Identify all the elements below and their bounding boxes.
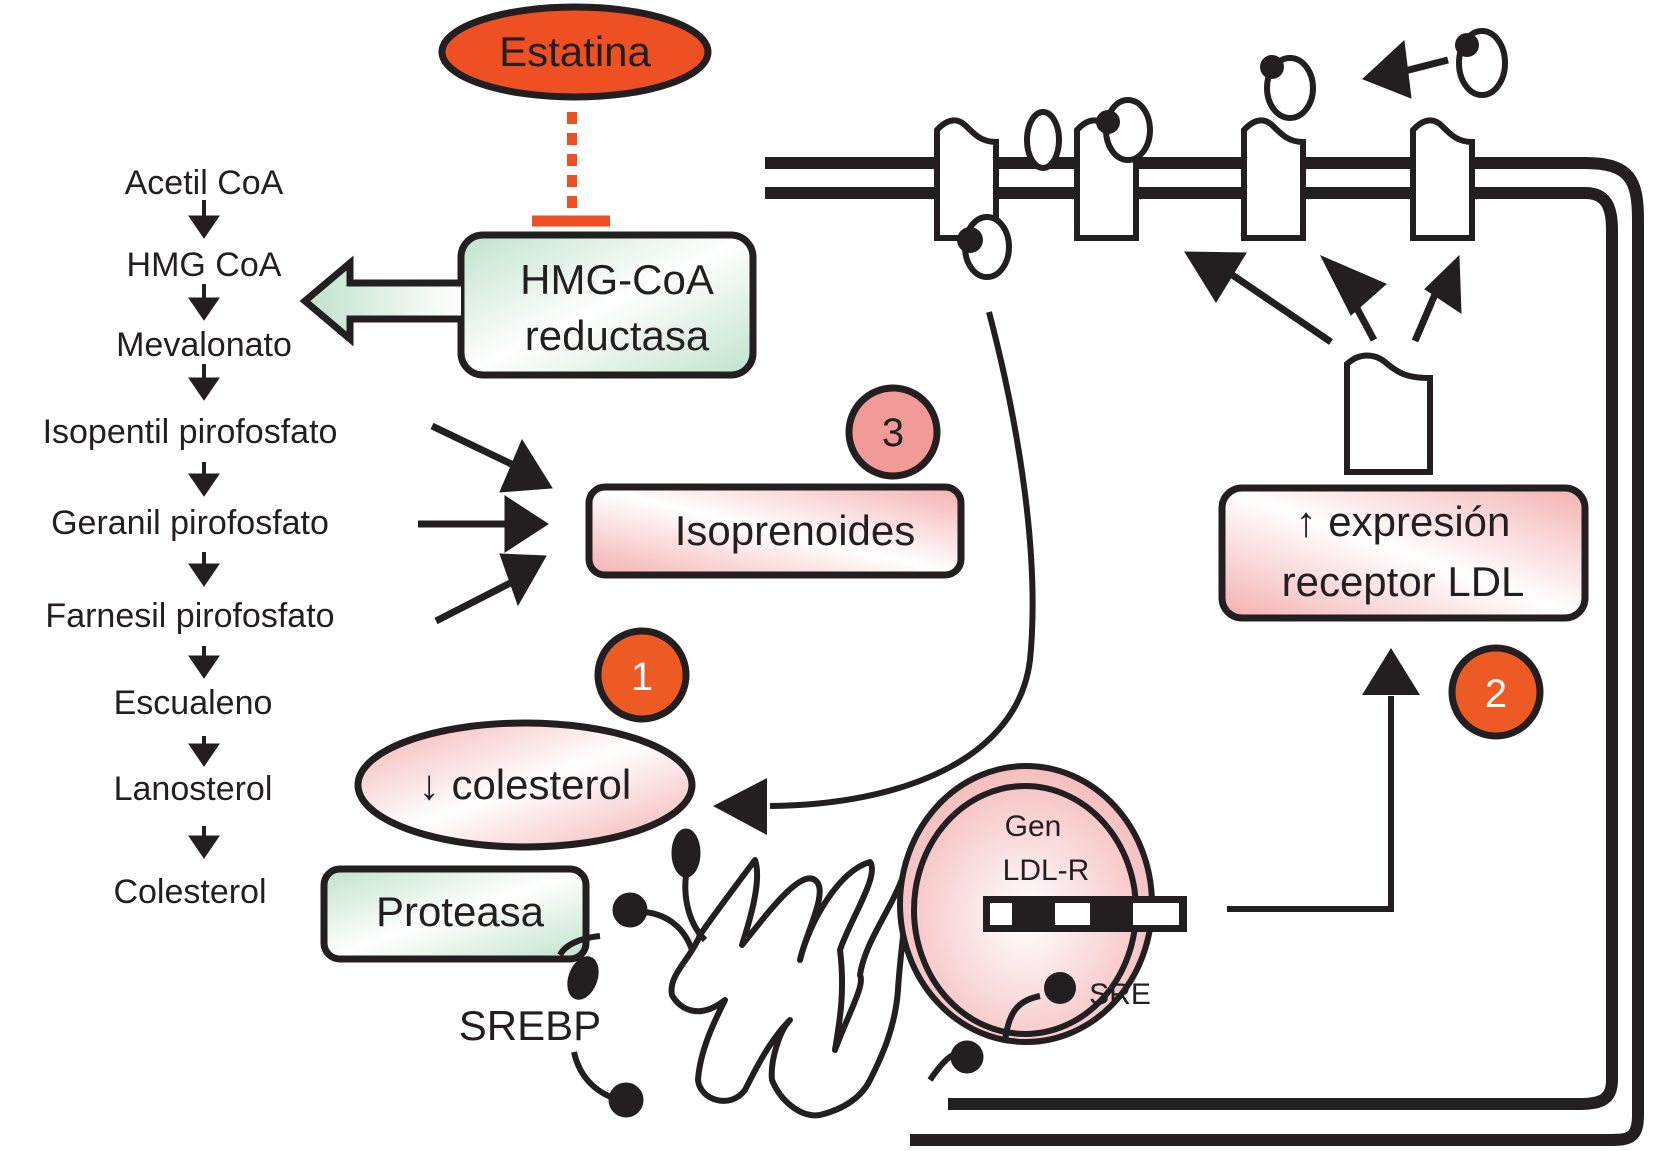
- arrow-icon: [1362, 39, 1449, 99]
- plasma-membrane: [765, 157, 1644, 1146]
- pathway-step: Geranil pirofosfato: [51, 504, 329, 542]
- pathway-step: HMG CoA: [127, 246, 282, 284]
- isoprenoid-arrows: [418, 422, 553, 625]
- hmg-coa-reductase-box: HMG-CoA reductasa: [457, 231, 757, 379]
- down-arrow-icon: [188, 462, 220, 497]
- statin-label: Estatina: [499, 28, 651, 75]
- enzyme-line1: HMG-CoA: [520, 256, 714, 303]
- down-arrow-icon: [188, 646, 220, 679]
- nucleus: Gen LDL-R SRE: [897, 763, 1187, 1045]
- pathway-step: Isopentil pirofosfato: [43, 413, 338, 451]
- endoplasmic-reticulum: [668, 857, 911, 1119]
- badge-3-label: 3: [882, 411, 904, 455]
- expression-line1: ↑ expresión: [1296, 498, 1511, 545]
- protease-box: Proteasa: [320, 865, 590, 963]
- down-arrow-icon: [188, 284, 220, 321]
- receptor-expression-box: ↑ expresión receptor LDL: [1218, 484, 1589, 622]
- srebp-head-icon: [950, 1040, 984, 1074]
- ldl-receptor-icon: [1410, 117, 1475, 241]
- arrow-icon: [1319, 254, 1387, 342]
- pathway-step: Farnesil pirofosfato: [45, 597, 334, 635]
- expression-line2: receptor LDL: [1282, 558, 1525, 605]
- new-ldl-receptor-icon: [1344, 352, 1433, 475]
- enzyme-line2: reductasa: [525, 312, 710, 359]
- ldl-particle-icon: [957, 214, 1012, 280]
- ldl-particle-icon: [1024, 109, 1062, 171]
- gene-label-line1: Gen: [1005, 810, 1062, 843]
- pathway-step: Acetil CoA: [125, 164, 284, 202]
- receptor-trafficking-arrows: [1184, 251, 1462, 345]
- mevalonate-pathway: Acetil CoA HMG CoA Mevalonato Isopentil …: [43, 164, 338, 911]
- down-arrow-icon: [188, 364, 220, 401]
- sre-molecule-icon: [1002, 972, 1076, 1044]
- down-arrow-icon: [188, 200, 220, 239]
- curved-feedback-arrow: [713, 311, 1036, 835]
- arrow-icon: [434, 553, 547, 625]
- badge-2-label: 2: [1485, 672, 1507, 716]
- ldl-particle-icon: [1260, 55, 1316, 121]
- statin-ellipse: [438, 3, 712, 101]
- arrow-icon: [430, 422, 553, 493]
- ldl-receptor-icon: [1241, 117, 1306, 241]
- statin-node: Estatina: [438, 3, 712, 101]
- isoprenoids-box: Isoprenoides: [585, 483, 965, 579]
- arrow-head-icon: [713, 778, 767, 835]
- srebp-head-icon: [608, 1082, 644, 1118]
- membrane-inner-leaflet: [765, 187, 1618, 1110]
- pathway-step: Mevalonato: [116, 326, 292, 364]
- srebp-head-icon: [567, 956, 599, 1000]
- protease-label: Proteasa: [376, 888, 545, 935]
- badge-2: 2: [1448, 644, 1544, 740]
- srebp-molecules: [557, 828, 984, 1118]
- ldl-receptors: [934, 117, 1475, 241]
- gene-to-expression-arrow: [1227, 648, 1420, 912]
- ldl-particle-icon: [1096, 97, 1153, 163]
- membrane-outer-leaflet: [765, 157, 1644, 1146]
- srebp-head-icon: [671, 828, 701, 878]
- pathway-step: Escualeno: [114, 684, 273, 722]
- statin-inhibition-line: [532, 112, 610, 227]
- arrow-icon: [418, 495, 549, 553]
- pathway-arrows: [188, 200, 220, 859]
- cholesterol-decrease-label: ↓ colesterol: [419, 761, 631, 808]
- ldl-r-gene-icon: [983, 896, 1187, 932]
- srebp-label: SREBP: [459, 1002, 601, 1049]
- badge-1-label: 1: [631, 655, 653, 699]
- gene-label-line2: LDL-R: [1003, 854, 1090, 887]
- down-arrow-icon: [188, 552, 220, 587]
- down-arrow-icon: [188, 826, 220, 859]
- arrow-icon: [1411, 254, 1462, 343]
- ldl-receptor-icon: [934, 117, 999, 241]
- sre-label: SRE: [1089, 978, 1151, 1011]
- arrow-icon: [1184, 251, 1333, 345]
- pathway-step: Colesterol: [113, 873, 266, 911]
- enzyme-action-arrow-icon: [299, 255, 461, 347]
- srebp-head-icon: [612, 892, 648, 928]
- cholesterol-decrease-node: ↓ colesterol: [354, 719, 696, 851]
- down-arrow-icon: [188, 736, 220, 767]
- isoprenoids-label: Isoprenoides: [675, 507, 916, 554]
- ldl-particles: [957, 28, 1508, 280]
- badge-1: 1: [594, 627, 690, 723]
- badge-3: 3: [845, 384, 941, 480]
- pathway-step: Lanosterol: [114, 770, 273, 808]
- ldl-particle-icon: [1455, 28, 1508, 98]
- arrow-up-icon: [1362, 648, 1420, 695]
